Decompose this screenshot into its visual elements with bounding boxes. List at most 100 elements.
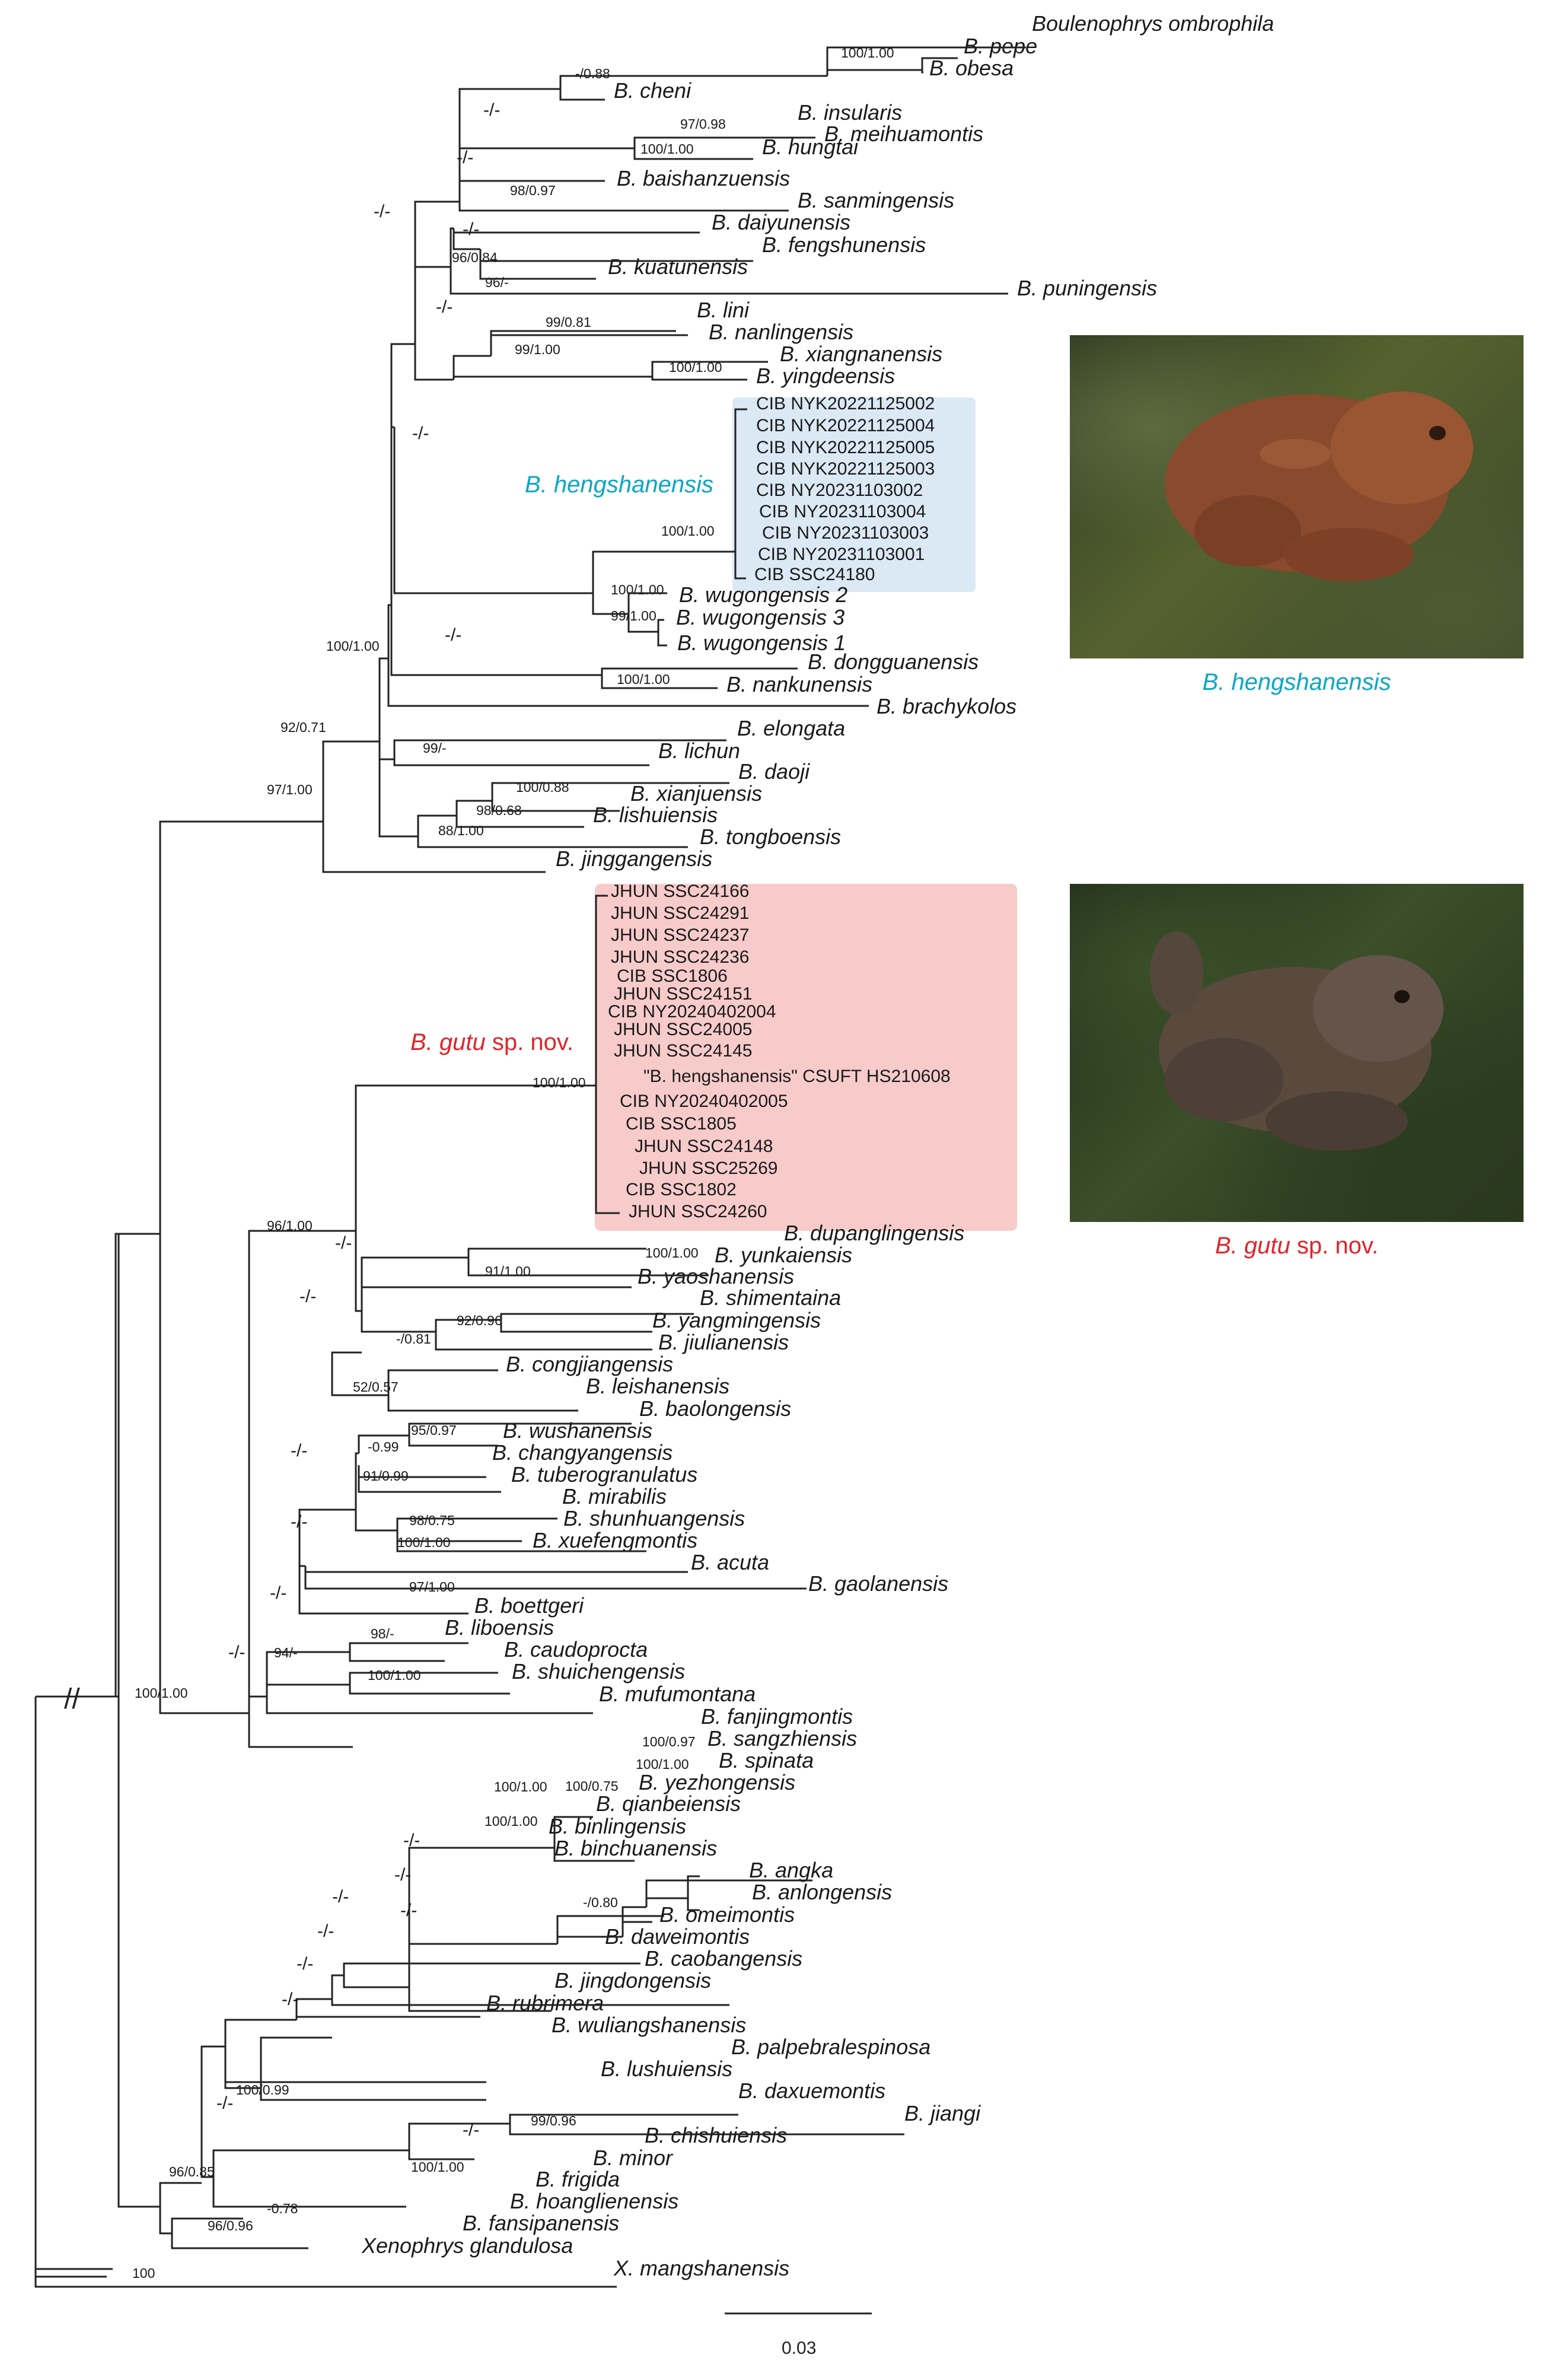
tip-label: B. lichun [658, 739, 740, 763]
support-value: 97/0.98 [680, 116, 726, 132]
tree-branch [224, 2047, 261, 2089]
support-value: 97/1.00 [409, 1579, 455, 1595]
tip-label: B. caobangensis [645, 1946, 802, 1971]
support-value: -/- [291, 1441, 307, 1460]
tip-label: CIB NYK20221125003 [756, 459, 935, 479]
clade-box-gutu [595, 884, 1017, 1231]
tip-label: B. cheni [614, 78, 691, 103]
tree-branch [452, 228, 753, 280]
tree-branch [458, 75, 827, 148]
tip-label: B. lushuiensis [601, 2057, 732, 2081]
tip-label: B. wushanensis [503, 1418, 652, 1443]
tree-branch [450, 227, 1008, 295]
tree-branch [159, 820, 323, 1714]
tip-label: CIB NY20231103001 [758, 545, 925, 564]
tip-label: B. jingdongensis [554, 1968, 711, 1993]
tip-label: JHUN SSC24237 [611, 925, 749, 945]
support-value: -/0.81 [396, 1331, 431, 1347]
support-value: -/- [436, 297, 452, 317]
support-value: 100/1.00 [397, 1535, 451, 1550]
tree-branch [298, 1565, 807, 1590]
tree-branch [355, 1465, 501, 1532]
support-value: 100/1.00 [640, 141, 694, 157]
tip-label: JHUN SSC24291 [611, 903, 749, 923]
tree-branch [687, 1875, 700, 1911]
support-value: -/- [412, 424, 429, 443]
caption-gutu-name: B. gutu [1215, 1233, 1290, 1259]
break-mark: // [64, 1683, 80, 1715]
support-value: 100/1.00 [485, 1813, 538, 1829]
tip-label: CIB SSC1805 [626, 1114, 737, 1134]
support-value: 91/1.00 [485, 1264, 531, 1279]
support-value: -/- [299, 1287, 316, 1306]
support-value: 98/0.75 [409, 1513, 455, 1528]
frog-photo-gutu [1070, 884, 1524, 1222]
tree-branch [378, 657, 418, 838]
tip-label: B. dupanglingensis [784, 1221, 964, 1245]
tip-label: B. nanlingensis [709, 320, 853, 344]
tip-label: B. yingdeensis [756, 364, 895, 388]
tip-label: B. changyangensis [492, 1440, 673, 1465]
tip-label: B. mirabilis [562, 1484, 667, 1508]
tree-branch [595, 895, 620, 1214]
tip-label: CIB NY20231103004 [759, 502, 926, 521]
tip-label: B. caudoprocta [504, 1637, 648, 1662]
tree-branch [331, 1351, 578, 1412]
tree-branch [331, 1974, 729, 2006]
support-value: 98/0.97 [510, 183, 556, 198]
support-value: 91/0.99 [363, 1468, 409, 1484]
tip-label: X. mangshanensis [613, 2256, 789, 2280]
tree-branch [491, 782, 729, 812]
tip-label: CIB NY20231103002 [756, 480, 923, 500]
tip-label: CIB NY20231103003 [762, 523, 929, 543]
support-value: -/- [297, 1954, 313, 1974]
support-value: 100/1.00 [645, 1245, 699, 1261]
support-value: 92/0.71 [281, 720, 326, 735]
tree-branch [734, 408, 747, 580]
tip-label: B. nankunensis [726, 672, 872, 696]
tip-label: B. spinata [719, 1748, 814, 1772]
tip-label: B. obesa [929, 56, 1014, 80]
support-value: -/0.80 [583, 1895, 618, 1910]
tip-label: B. yezhongensis [639, 1770, 795, 1794]
tip-label: B. baishanzuensis [617, 166, 790, 190]
tree-branch [260, 2036, 486, 2101]
tip-label: B. anlongensis [752, 1880, 892, 1904]
support-value: 96/0.96 [208, 2218, 253, 2233]
tip-label: JHUN SSC24005 [614, 1020, 752, 1039]
tip-label: JHUN SSC25269 [639, 1159, 777, 1178]
tip-label: B. daweimontis [605, 1924, 750, 1949]
tip-label: B. congjiangensis [506, 1352, 673, 1376]
tree-branch [200, 2045, 225, 2178]
tip-label: B. shunhuangensis [563, 1506, 745, 1530]
tip-label: B. frigida [536, 2167, 620, 2191]
support-value: -/- [445, 625, 461, 645]
tip-label: B. mufumontana [599, 1682, 756, 1706]
tip-label: "B. hengshanensis" CSUFT HS210608 [643, 1067, 951, 1086]
support-value: 100/0.88 [516, 779, 569, 795]
tree-branch [343, 1962, 640, 1988]
tip-label: JHUN SSC24260 [629, 1202, 767, 1221]
tip-label: B. leishanensis [586, 1374, 729, 1398]
caption-hengshanensis: B. hengshanensis [1202, 669, 1391, 695]
tip-label: CIB SSC24180 [754, 565, 875, 584]
tip-label: B. lini [697, 298, 750, 322]
tree-branch [34, 1695, 119, 2278]
support-value: -0.78 [267, 2201, 298, 2216]
tip-label: B. baolongensis [639, 1396, 791, 1421]
support-value: 99/1.00 [611, 608, 656, 623]
tip-label: B. wugongensis 1 [677, 631, 846, 655]
tip-label: B. kuatunensis [608, 254, 748, 279]
tip-label: Xenophrys glandulosa [361, 2233, 573, 2258]
tip-label: B. elongata [737, 716, 845, 740]
support-value: -/- [317, 1921, 334, 1941]
tip-label: JHUN SSC24148 [635, 1137, 773, 1156]
tip-label: JHUN SSC24166 [611, 881, 749, 901]
tip-label: JHUN SSC24236 [611, 947, 749, 967]
caption-gutu: B. gutu sp. nov. [1070, 1233, 1524, 1259]
tip-label: B. lishuiensis [593, 803, 718, 827]
support-value: -/- [270, 1583, 286, 1603]
tree-branch [266, 1642, 469, 1697]
tree-branch [408, 2114, 904, 2160]
